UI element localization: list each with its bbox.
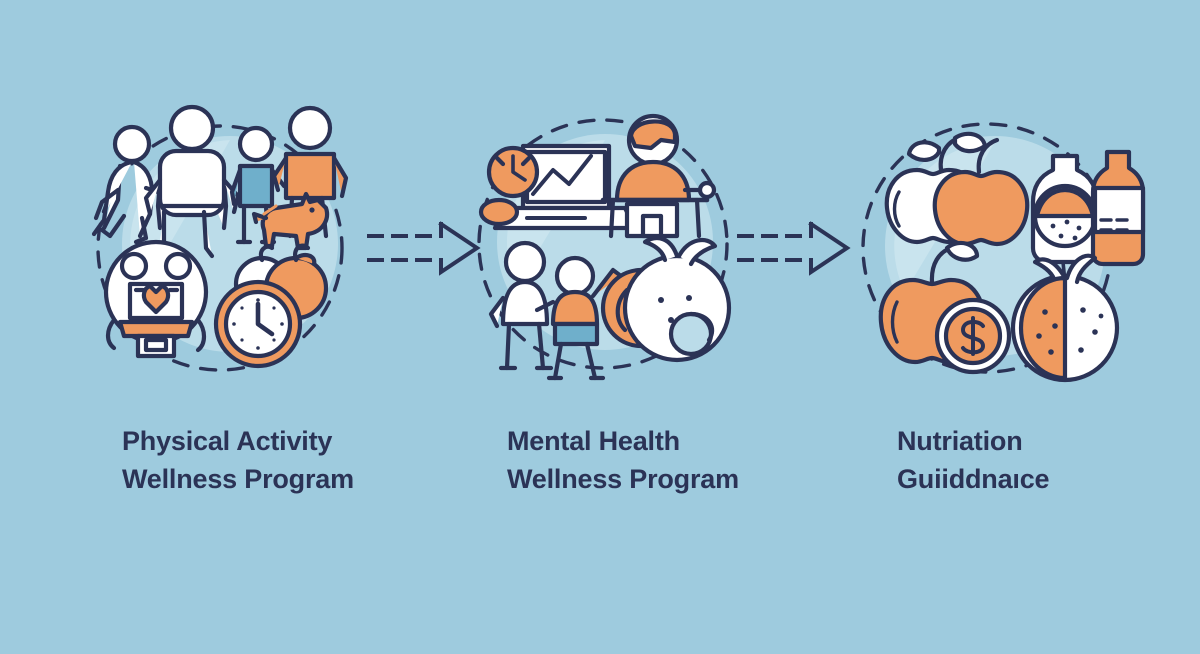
stage-label-line-2: Wellness Program bbox=[507, 464, 739, 494]
icon-cluster-nutrition-guidance bbox=[855, 96, 1146, 383]
bear-scale-icon bbox=[103, 239, 209, 359]
person-at-desk-icon bbox=[600, 113, 717, 239]
icon-cluster-mental-health bbox=[465, 96, 745, 381]
stage-nutrition-guidance[interactable]: Nutriation Guiiddnaıce bbox=[855, 0, 1155, 654]
stage-label-physical-activity: Physical Activity Wellness Program bbox=[122, 422, 392, 498]
stage-physical-activity[interactable]: Physical Activity Wellness Program bbox=[80, 0, 380, 654]
stage-label-line-1: Physical Activity bbox=[122, 426, 333, 456]
stage-label-line-2: Guiiddnaıce bbox=[897, 464, 1050, 494]
icon-cluster-physical-activity bbox=[80, 96, 360, 376]
stage-label-line-1: Nutriation bbox=[897, 426, 1023, 456]
stage-label-mental-health: Mental Health Wellness Program bbox=[507, 422, 777, 498]
adult-child-pair-icon bbox=[488, 240, 624, 381]
stage-mental-health[interactable]: Mental Health Wellness Program bbox=[465, 0, 765, 654]
laptop-chart-icon bbox=[478, 143, 638, 231]
arrow-stage-2-to-3 bbox=[735, 216, 855, 280]
stage-label-line-1: Mental Health bbox=[507, 426, 680, 456]
clock-fruit-icon bbox=[213, 243, 329, 369]
arrow-stage-1-to-2 bbox=[365, 216, 485, 280]
dashed-boundary-circle bbox=[477, 118, 729, 370]
bottles-jars-icon bbox=[1030, 149, 1146, 267]
standing-person-icon bbox=[143, 104, 241, 259]
stage-label-line-2: Wellness Program bbox=[122, 464, 354, 494]
fruit-brain-icon bbox=[600, 236, 732, 363]
dashed-boundary-circle bbox=[96, 124, 344, 372]
stage-label-nutrition-guidance: Nutriation Guiiddnaıce bbox=[897, 422, 1167, 498]
apple-pair-icon bbox=[884, 131, 1030, 247]
apple-coin-icon bbox=[878, 240, 1012, 375]
tomato-half-icon bbox=[1010, 253, 1120, 383]
